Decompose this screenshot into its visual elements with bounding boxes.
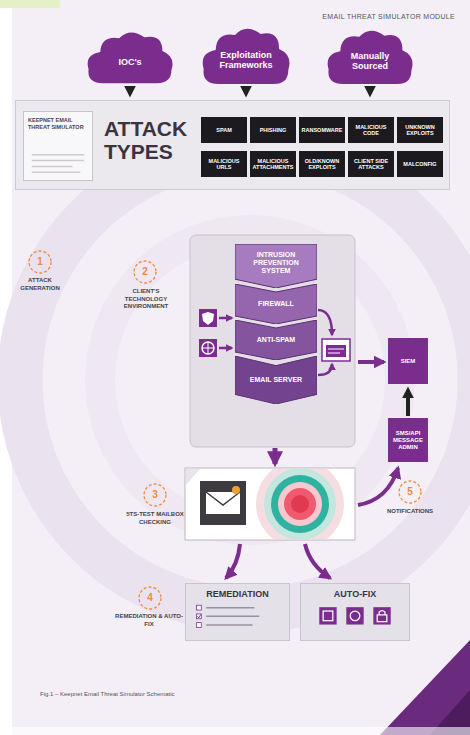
attack-type-box: MALICIOUS CODE (348, 117, 394, 143)
node-text: MALICIOUS CODE (350, 124, 392, 137)
callout-number: 1 (29, 256, 51, 268)
node-text: Manually Sourced (337, 51, 403, 71)
callout-number: 2 (134, 266, 156, 278)
callout-label: NOTIFICATIONS (378, 508, 442, 516)
action-box: REMEDIATION (185, 583, 290, 641)
flow-arrow (406, 390, 410, 416)
globe-icon (199, 339, 217, 357)
source-cloud: Manually Sourced (325, 28, 415, 86)
environment-panel (190, 235, 355, 447)
flow-arrow (244, 88, 248, 94)
attack-type-box: MALCONFIG (397, 151, 443, 177)
node-text: MALICIOUS ATTACHMENTS (252, 158, 294, 171)
node-text: INTRUSION PREVENTION SYSTEM (241, 251, 311, 275)
attack-type-box: PHISHING (250, 117, 296, 143)
node-text: CLIENT SIDE ATTACKS (350, 158, 392, 171)
node-text: SIEM (401, 358, 416, 365)
attack-panel: ATTACK TYPES KEEPNET EMAIL THREAT SIMULAT… (15, 100, 450, 190)
node-text: EMAIL SERVER (250, 376, 302, 384)
node-text: ATTACK TYPES (104, 117, 196, 163)
corner-decoration (380, 640, 470, 735)
shield-icon (199, 309, 217, 327)
attack-type-box: OLD/KNOWN EXPLOITS (299, 151, 345, 177)
page-title: EMAIL THREAT SIMULATOR MODULE (250, 12, 455, 21)
security-layer: FIREWALL (235, 284, 317, 324)
node-text: FIREWALL (258, 300, 294, 308)
node-text: IOC's (118, 57, 141, 67)
node-text: MALCONFIG (403, 161, 436, 168)
node-text: REMEDIATION (190, 589, 285, 600)
callout-circle (144, 484, 166, 506)
node-text: RANSOMWARE (302, 127, 343, 134)
security-layer: INTRUSION PREVENTION SYSTEM (235, 244, 317, 288)
attack-type-box: SPAM (201, 117, 247, 143)
output-box: SMS/APIMESSAGE ADMIN (388, 418, 428, 462)
node-text: SPAM (216, 127, 231, 134)
node-text: SMS/API (396, 430, 421, 437)
security-layer: EMAIL SERVER (235, 356, 317, 404)
callout-number: 4 (139, 592, 161, 604)
node-text: UNKNOWN EXPLOITS (399, 124, 441, 137)
sandbox-icon (322, 339, 350, 361)
node-text: Exploitation Frameworks (212, 50, 280, 70)
attack-type-box: CLIENT SIDE ATTACKS (348, 151, 394, 177)
security-layer: ANTI-SPAM (235, 320, 317, 360)
callout-label: CLIENT'S TECHNOLOGY ENVIRONMENT (114, 288, 178, 311)
callout-label: ATTACK GENERATION (14, 277, 66, 292)
attack-type-box: RANSOMWARE (299, 117, 345, 143)
callout-circle (134, 261, 156, 283)
node-text: KEEPNET EMAIL THREAT SIMULATOR (28, 117, 88, 131)
attack-type-box: UNKNOWN EXPLOITS (397, 117, 443, 143)
callout-number: 3 (144, 489, 166, 501)
callout-circle (29, 251, 51, 273)
callout-number: 5 (399, 486, 421, 498)
flow-arrow (368, 88, 372, 94)
caption: Fig.1 – Keepnet Email Threat Simulator S… (40, 690, 340, 698)
output-box: SIEM (388, 338, 428, 384)
source-cloud: IOC's (85, 30, 175, 85)
callout-circle (139, 587, 161, 609)
callout-circle (399, 481, 421, 503)
node-text: AUTO-FIX (305, 589, 405, 600)
envelope-icon (200, 481, 246, 525)
node-text: OLD/KNOWN EXPLOITS (301, 158, 343, 171)
node-text: ANTI-SPAM (257, 336, 295, 344)
attack-type-box: MALICIOUS URLS (201, 151, 247, 177)
flow-arrow (128, 87, 132, 94)
node-text: MESSAGE ADMIN (391, 437, 425, 451)
attack-type-box: MALICIOUS ATTACHMENTS (250, 151, 296, 177)
simulator-box: KEEPNET EMAIL THREAT SIMULATOR (23, 111, 93, 181)
source-cloud: Exploitation Frameworks (200, 26, 292, 86)
node-text: PHISHING (260, 127, 287, 134)
node-text: MALICIOUS URLS (203, 158, 245, 171)
callout-label: 5TS-TEST MAILBOX CHECKING (122, 511, 188, 526)
callout-label: REMEDIATION & AUTO-FIX (115, 613, 183, 628)
action-box: AUTO-FIX (300, 583, 410, 641)
